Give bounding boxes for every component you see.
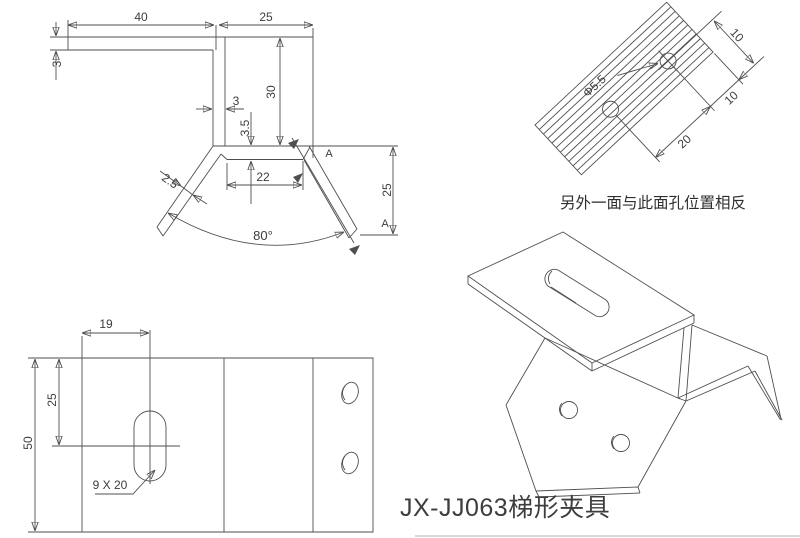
dim-label-25-wing: 2.5: [159, 170, 181, 191]
hole-dia-leader: [617, 50, 658, 76]
hole-dia-label: Φ5.5: [580, 72, 609, 100]
wing-hole-view: Φ5.5 10 10 20 另外一面与此面孔位置相反: [534, 1, 765, 212]
dim-20: [656, 106, 711, 157]
dim-label-25-flat: 25: [45, 393, 59, 407]
side-hole-bottom-depth: [342, 455, 346, 471]
profile-outline: [67, 36, 398, 239]
dim-label-20: 20: [675, 132, 695, 152]
corner-arrow: [293, 173, 303, 183]
iso-slot-depth: [547, 270, 577, 304]
dim-label-80deg: 80°: [253, 228, 273, 243]
dim-10u: [739, 56, 765, 80]
iso-wing-hole-top: [560, 401, 578, 419]
iso-wing-hole-top-depth: [559, 402, 563, 417]
iso-slot: [544, 268, 610, 318]
dim-label-30: 30: [264, 85, 278, 99]
iso-wing-hole-bottom: [612, 434, 630, 452]
dim-label-3-left: 3: [50, 60, 64, 67]
dim-angle-arc: [168, 213, 344, 246]
section-label-top: A: [325, 148, 333, 160]
dim-label-50: 50: [21, 436, 35, 450]
fold-lines: [223, 358, 314, 532]
dim-label-40: 40: [134, 10, 148, 24]
iso-plate-thickness: [467, 276, 695, 372]
iso-web: [677, 324, 693, 402]
opposite-face-note: 另外一面与此面孔位置相反: [560, 194, 746, 212]
iso-top-plate: [467, 231, 695, 364]
dim-25w-a: [159, 170, 181, 186]
iso-wedge-tip: [747, 355, 783, 421]
slot-leader: [95, 470, 155, 495]
dim-label-25-right: 25: [380, 183, 394, 197]
wing-hatch: [538, 6, 710, 171]
section-arrow-top: [288, 139, 299, 149]
dim-label-10-edge: 10: [727, 25, 747, 45]
wing-hole-bottom: [602, 100, 619, 118]
slot-centerlines: [52, 330, 180, 484]
iso-flange: [677, 324, 768, 402]
flat-pattern-view: 19 25 50 9 X 20: [21, 317, 374, 533]
dim-label-25-top: 25: [259, 10, 273, 24]
section-arrow-bottom: [349, 245, 360, 255]
flat-outline: [81, 357, 374, 533]
dim-25w-c: [180, 185, 194, 196]
dim-label-10-hole: 10: [722, 88, 742, 108]
isometric-view: [467, 231, 783, 498]
side-hole-top-depth: [342, 385, 346, 401]
iso-wing-hole-bottom-depth: [611, 435, 615, 450]
wing-plate-outline: [534, 1, 714, 176]
dim-10u-carrier: [710, 79, 740, 107]
dim-label-3-web: 3: [233, 94, 240, 108]
profile-section-view: 40 25 3 30 3 3.5 22 2.5 80° 25 A A: [50, 10, 398, 255]
slot-size-label: 9 X 20: [93, 478, 128, 492]
dim-label-35: 3.5: [238, 119, 252, 136]
extension-lines: [50, 20, 398, 236]
dim-25w-b: [193, 195, 208, 205]
section-label-bottom: A: [381, 218, 389, 230]
iso-wing: [505, 337, 687, 498]
section-line: [291, 137, 355, 244]
flat-extension-lines: [28, 336, 83, 533]
dim-10v: [714, 21, 754, 63]
part-title: JX-JJ063梯形夹具: [400, 494, 610, 522]
dim-label-19: 19: [99, 317, 113, 331]
dim-label-22: 22: [256, 170, 270, 184]
slot-outline: [133, 410, 167, 482]
